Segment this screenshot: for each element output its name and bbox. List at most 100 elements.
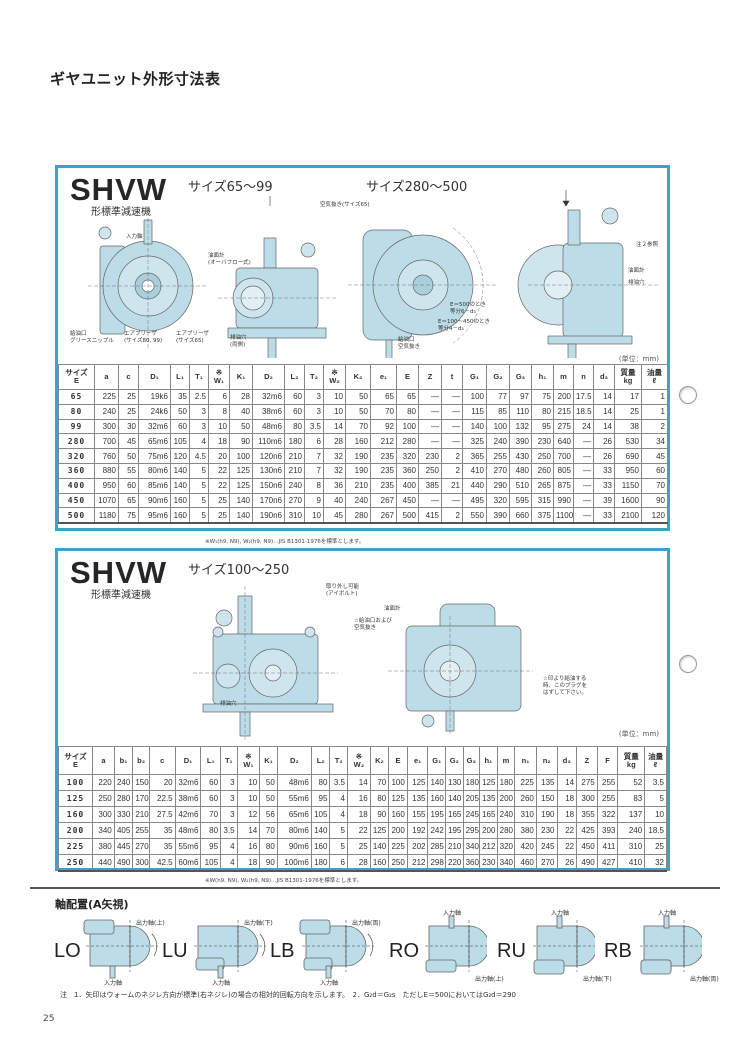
table-cell: 2100	[614, 507, 642, 524]
table-cell: 300	[132, 854, 150, 872]
arrangement-code: RB	[604, 940, 632, 962]
brand-title: SHVW	[70, 172, 167, 207]
table-cell: 340	[92, 822, 115, 839]
table-cell: —	[418, 492, 442, 509]
table-cell: 640	[553, 433, 574, 450]
unit-label: (単位：mm)	[618, 730, 659, 738]
table-cell: 490	[576, 854, 598, 872]
column-header: Z	[418, 364, 442, 390]
table-cell: 135	[535, 774, 558, 791]
table-cell: —	[573, 462, 594, 479]
table-cell: 90m6	[138, 492, 171, 509]
size-cell: 250	[57, 854, 94, 872]
table-cell: 90	[259, 854, 278, 872]
table-cell: 26	[556, 854, 578, 872]
input-shaft-label: 入力軸	[658, 910, 677, 917]
table-cell: —	[441, 418, 463, 435]
table-cell: 105	[310, 806, 331, 823]
column-header: K₁	[259, 746, 278, 775]
table-cell: 10	[236, 774, 261, 791]
table-cell: 140	[170, 477, 190, 494]
table-cell: 340	[496, 854, 516, 872]
size-cell: 125	[57, 790, 94, 807]
table-cell: 115	[462, 403, 487, 420]
table-cell: 10	[323, 403, 346, 420]
table-cell: 50	[259, 774, 278, 791]
section-divider	[30, 887, 720, 889]
table-cell: 320	[496, 838, 516, 855]
table-cell: 192	[406, 822, 429, 839]
table-cell: 10	[304, 507, 324, 524]
size-cell: 160	[57, 806, 94, 823]
column-header: T₁	[220, 746, 238, 775]
table-cell: 35	[170, 389, 190, 405]
table-cell: 100	[486, 418, 510, 435]
column-header: D₂	[252, 364, 285, 390]
table-cell: 380	[514, 822, 537, 839]
size-range-label: サイズ280～500	[366, 180, 468, 195]
table-cell: 260	[531, 462, 554, 479]
column-header: K₂	[345, 364, 371, 390]
column-header: d₃	[593, 364, 615, 390]
table-cell: —	[441, 403, 463, 420]
table-cell: 390	[486, 507, 510, 524]
callout-drain: 排油穴	[220, 701, 237, 707]
table-cell: 700	[553, 448, 574, 464]
table-cell: 240	[94, 403, 119, 420]
column-header: サイズ E	[57, 746, 94, 775]
table-cell: 298	[427, 854, 447, 872]
table-cell: 430	[509, 448, 532, 464]
table-cell: 90	[229, 433, 253, 450]
table-cell: 210	[284, 448, 305, 464]
table-cell: 4	[189, 433, 209, 450]
table-cell: 875	[553, 477, 574, 494]
table-cell: 105	[200, 854, 222, 872]
table-cell: 180	[310, 854, 331, 872]
table-cell: 7	[304, 462, 324, 479]
table-cell: 50	[345, 403, 371, 420]
table-cell: 80	[310, 774, 331, 791]
footnote: ※W₁(h9, N9), W₂(h9, N9)…JIS B1301-1976を標…	[205, 539, 365, 545]
table-cell: 280	[496, 822, 516, 839]
brand-subtitle: 形標準減速機	[91, 207, 151, 218]
table-cell: 14	[346, 774, 371, 791]
callout-eyebolt: 取り外し可能 (アイボルト)	[326, 584, 360, 597]
table-cell: 160	[427, 790, 447, 807]
table-cell: 245	[535, 838, 558, 855]
table-cell: 50	[259, 790, 278, 807]
dimension-drawing-65-500	[88, 190, 658, 358]
table-cell: 240	[345, 492, 371, 509]
column-header: n	[573, 364, 594, 390]
table-cell: 190n6	[252, 507, 285, 524]
table-cell: 440	[462, 477, 487, 494]
table-cell: —	[441, 433, 463, 450]
table-cell: 130	[445, 774, 464, 791]
column-header: L₁	[200, 746, 222, 775]
table-cell: 1	[641, 389, 668, 405]
table-cell: 19k6	[138, 389, 171, 405]
column-header: 油量 ℓ	[644, 746, 667, 775]
arrangement-title: 軸配置(A矢視)	[55, 898, 129, 911]
table-cell: 20	[208, 448, 230, 464]
column-header: E	[388, 746, 408, 775]
table-cell: 26	[593, 433, 615, 450]
table-cell: 365	[462, 448, 487, 464]
table-cell: 70	[345, 418, 371, 435]
table-cell: 32m6	[252, 389, 285, 405]
table-cell: 212	[406, 854, 429, 872]
table-cell: 18	[556, 790, 578, 807]
table-cell: 267	[370, 492, 397, 509]
binder-hole	[679, 386, 697, 404]
table-cell: 125	[406, 774, 429, 791]
table-cell: 255	[132, 822, 150, 839]
table-cell: 40	[323, 492, 346, 509]
table-cell: 85m6	[138, 477, 171, 494]
table-cell: 125	[388, 790, 408, 807]
output-shaft-label: 出力軸(上)	[136, 920, 165, 927]
table-cell: 120	[641, 507, 668, 524]
